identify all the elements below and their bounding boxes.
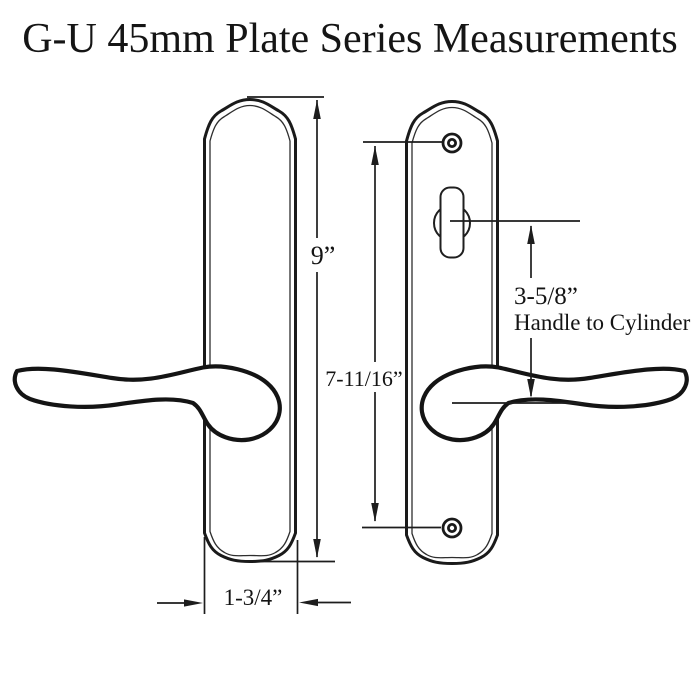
right-backplate — [405, 100, 499, 565]
left-backplate — [203, 98, 297, 563]
screw-hole-bottom-icon — [441, 517, 463, 539]
handle-to-cylinder-value: 3-5/8” — [514, 283, 578, 310]
dimension-plate-width: 1-3/4” — [157, 537, 351, 614]
dimension-handle-to-cylinder: 3-5/8” Handle to Cylinder — [450, 220, 691, 404]
plate-height-label: 9” — [311, 241, 336, 270]
screw-hole-top-icon — [441, 132, 463, 154]
handle-to-cylinder-label: Handle to Cylinder — [514, 310, 691, 335]
plate-width-label: 1-3/4” — [224, 585, 283, 610]
dimension-plate-height: 9” — [247, 96, 336, 563]
thumbturn-cylinder-icon — [433, 186, 471, 259]
dimension-hole-to-hole: 7-11/16” — [325, 141, 442, 529]
hole-to-hole-label: 7-11/16” — [325, 366, 402, 391]
left-door-lever — [15, 366, 280, 440]
page-title: G-U 45mm Plate Series Measurements — [22, 16, 678, 62]
